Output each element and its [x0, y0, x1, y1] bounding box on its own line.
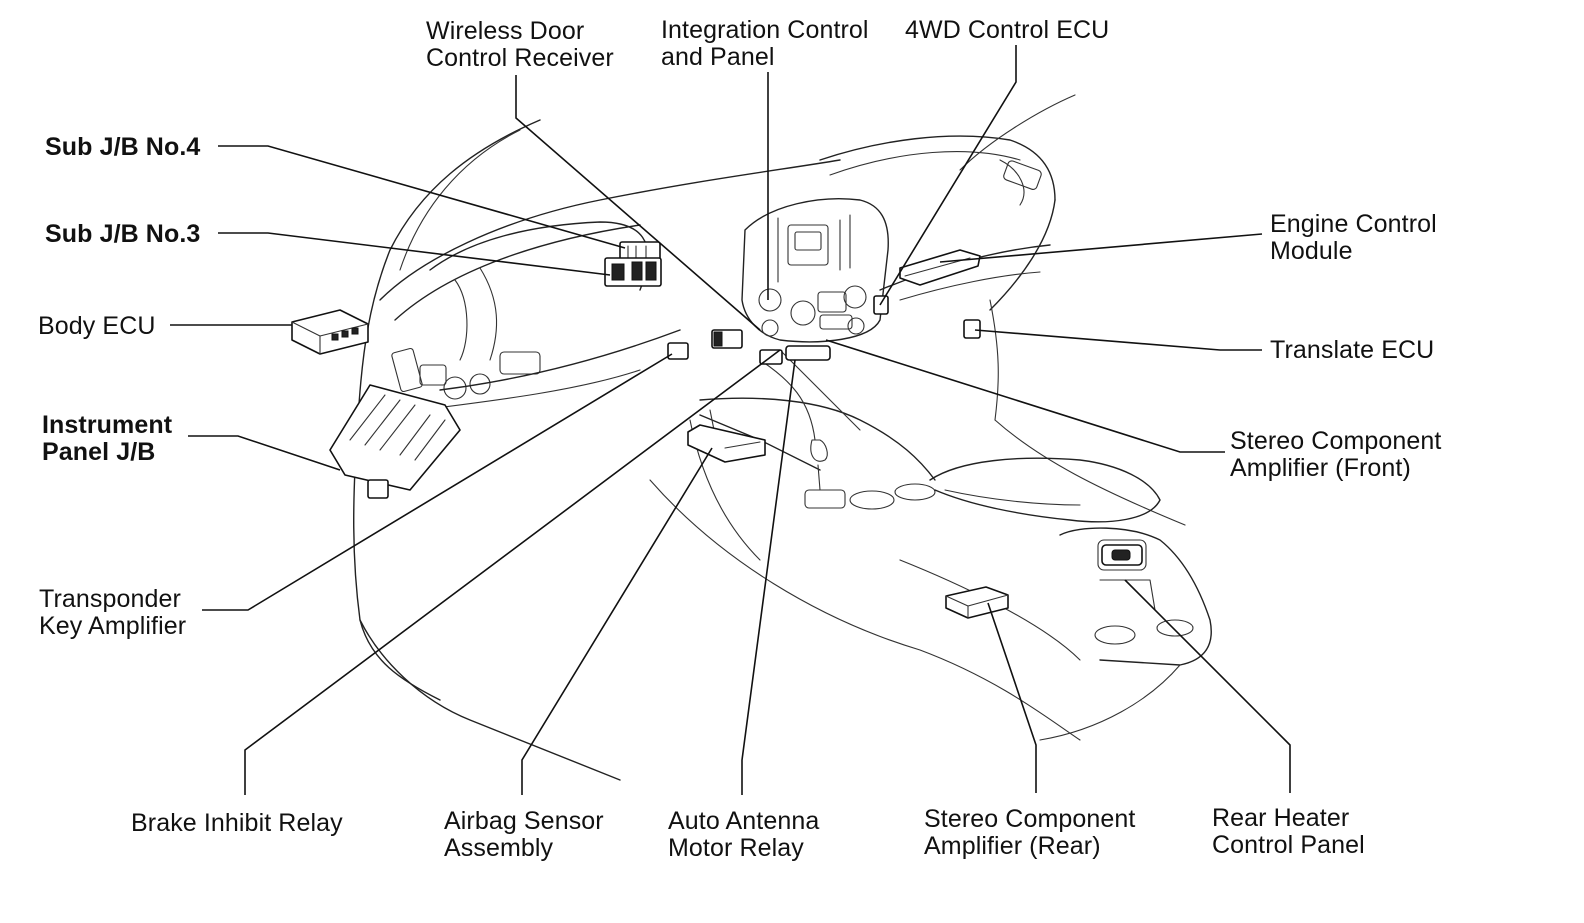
label-stereo-component-amplifier-rear: Stereo Component Amplifier (Rear): [924, 806, 1135, 860]
label-line: Body ECU: [38, 312, 156, 340]
label-line: Module: [1270, 237, 1353, 265]
label-rear-heater-control-panel: Rear Heater Control Panel: [1212, 805, 1365, 859]
leader-lines: [170, 45, 1291, 795]
label-integration-control-and-panel: Integration Control and Panel: [661, 17, 869, 71]
leader-airbag: [521, 447, 713, 795]
label-line: Stereo Component: [924, 805, 1136, 833]
label-auto-antenna-motor-relay: Auto Antenna Motor Relay: [668, 808, 819, 862]
label-line: Panel J/B: [42, 438, 156, 466]
label-line: Translate ECU: [1270, 336, 1435, 364]
label-line: Airbag Sensor: [444, 807, 604, 835]
leader-transponder: [202, 353, 673, 611]
label-line: Stereo Component: [1230, 427, 1442, 455]
label-line: and Panel: [661, 43, 775, 71]
leader-4wd-ecu: [879, 45, 1017, 306]
label-line: Key Amplifier: [39, 612, 187, 640]
leader-auto-antenna: [741, 359, 796, 795]
label-line: Instrument: [42, 411, 173, 439]
leader-sub-jb-4: [218, 145, 626, 249]
label-line: Control Panel: [1212, 831, 1365, 859]
stereo-rear-part: [945, 586, 1009, 619]
label-stereo-component-amplifier-front: Stereo Component Amplifier (Front): [1230, 428, 1441, 482]
dashboard-outline: [353, 94, 1212, 781]
instrument-panel-jb-part: [329, 384, 461, 491]
engine-control-part: [899, 249, 981, 286]
leader-sub-jb-3: [218, 232, 611, 276]
label-line: Control Receiver: [426, 44, 614, 72]
label-line: Auto Antenna: [668, 807, 820, 835]
label-line: Amplifier (Rear): [924, 832, 1101, 860]
label-wireless-door-control-receiver: Wireless Door Control Receiver: [426, 18, 614, 72]
leader-engine-control: [939, 233, 1263, 263]
label-line: Sub J/B No.3: [45, 220, 201, 248]
label-line: Sub J/B No.4: [45, 133, 201, 161]
leader-stereo-front: [825, 339, 1225, 453]
leader-instrument-jb: [188, 435, 341, 471]
label-line: Amplifier (Front): [1230, 454, 1411, 482]
label-sub-jb-no3: Sub J/B No.3: [45, 221, 200, 248]
leader-brake-inhibit: [244, 349, 781, 795]
fourwd-ecu-part: [873, 295, 889, 315]
label-line: Assembly: [444, 834, 554, 862]
label-line: Motor Relay: [668, 834, 804, 862]
body-ecu-part: [291, 309, 369, 355]
stereo-front-part: [785, 345, 831, 361]
label-translate-ecu: Translate ECU: [1270, 337, 1434, 364]
label-instrument-panel-jb: Instrument Panel J/B: [42, 412, 172, 466]
label-sub-jb-no4: Sub J/B No.4: [45, 134, 200, 161]
label-4wd-control-ecu: 4WD Control ECU: [905, 17, 1109, 44]
translate-ecu-part: [963, 319, 981, 339]
label-line: Brake Inhibit Relay: [131, 809, 343, 837]
label-brake-inhibit-relay: Brake Inhibit Relay: [131, 810, 343, 837]
label-body-ecu: Body ECU: [38, 313, 156, 340]
label-airbag-sensor-assembly: Airbag Sensor Assembly: [444, 808, 604, 862]
label-line: Integration Control: [661, 16, 869, 44]
components: [291, 241, 1143, 619]
leader-stereo-rear: [987, 602, 1037, 793]
leader-rear-heater: [1124, 579, 1291, 793]
transponder-part: [667, 342, 689, 360]
label-line: 4WD Control ECU: [905, 16, 1110, 44]
label-line: Engine Control: [1270, 210, 1437, 238]
airbag-sensor-part: [687, 424, 766, 463]
label-line: Wireless Door: [426, 17, 585, 45]
label-line: Rear Heater: [1212, 804, 1350, 832]
label-engine-control-module: Engine Control Module: [1270, 211, 1437, 265]
leader-translate-ecu: [974, 329, 1262, 351]
label-transponder-key-amplifier: Transponder Key Amplifier: [39, 586, 186, 640]
leader-wireless-door: [515, 75, 761, 331]
label-line: Transponder: [39, 585, 181, 613]
